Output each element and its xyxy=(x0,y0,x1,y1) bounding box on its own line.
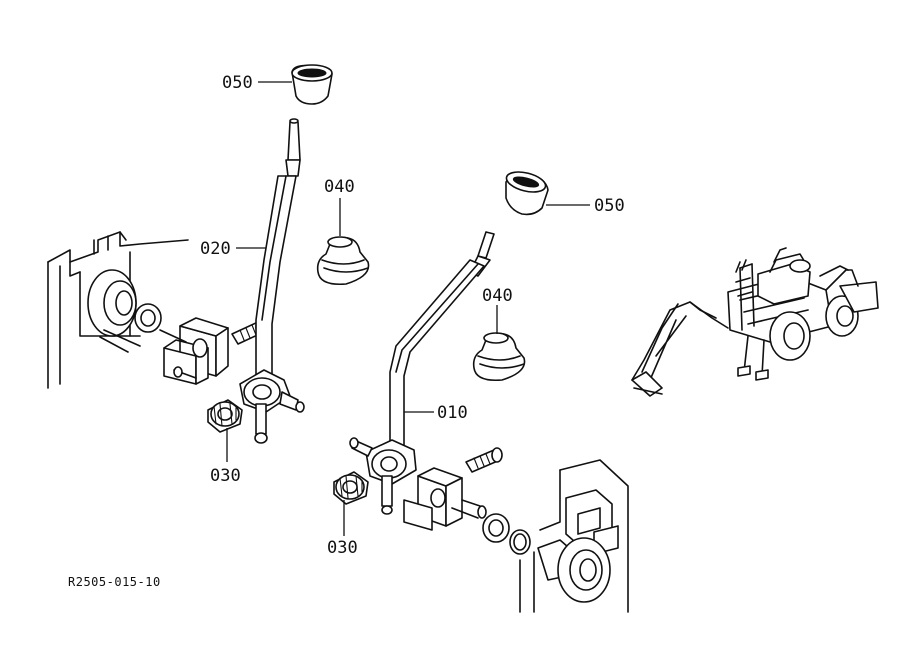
callout-knob-right: 050 xyxy=(594,196,625,216)
right-shift-lever xyxy=(389,231,495,453)
left-knob xyxy=(291,64,333,105)
callout-bearing-left: 030 xyxy=(210,466,241,486)
right-bearing-ring xyxy=(482,513,531,555)
right-bracket xyxy=(403,467,487,531)
right-knob xyxy=(505,171,549,216)
right-frame-housing xyxy=(519,459,629,613)
left-bearing-ring xyxy=(134,303,162,333)
left-shift-lever xyxy=(255,118,301,391)
backhoe-tractor-illustration xyxy=(631,247,879,397)
right-lever-joint xyxy=(349,437,417,515)
callout-bearing-right: 030 xyxy=(327,538,358,558)
left-needle-bearing xyxy=(207,399,243,433)
leader-lines xyxy=(226,81,590,536)
left-lever-joint xyxy=(239,369,305,444)
callout-knob-left: 050 xyxy=(222,73,253,93)
callout-lever-left: 020 xyxy=(200,239,231,259)
callout-boot-right: 040 xyxy=(482,286,513,306)
callout-boot-left: 040 xyxy=(324,177,355,197)
left-boot xyxy=(316,236,370,286)
callout-lever-right: 010 xyxy=(437,403,468,423)
left-bracket xyxy=(159,317,229,385)
left-frame-housing xyxy=(47,231,189,389)
right-plunger xyxy=(465,447,503,473)
callout-labels: 050 050 040 040 020 010 030 030 xyxy=(200,73,625,558)
right-boot xyxy=(472,332,526,382)
figure-code: R2505-015-10 xyxy=(68,575,161,589)
right-needle-bearing xyxy=(333,471,369,505)
